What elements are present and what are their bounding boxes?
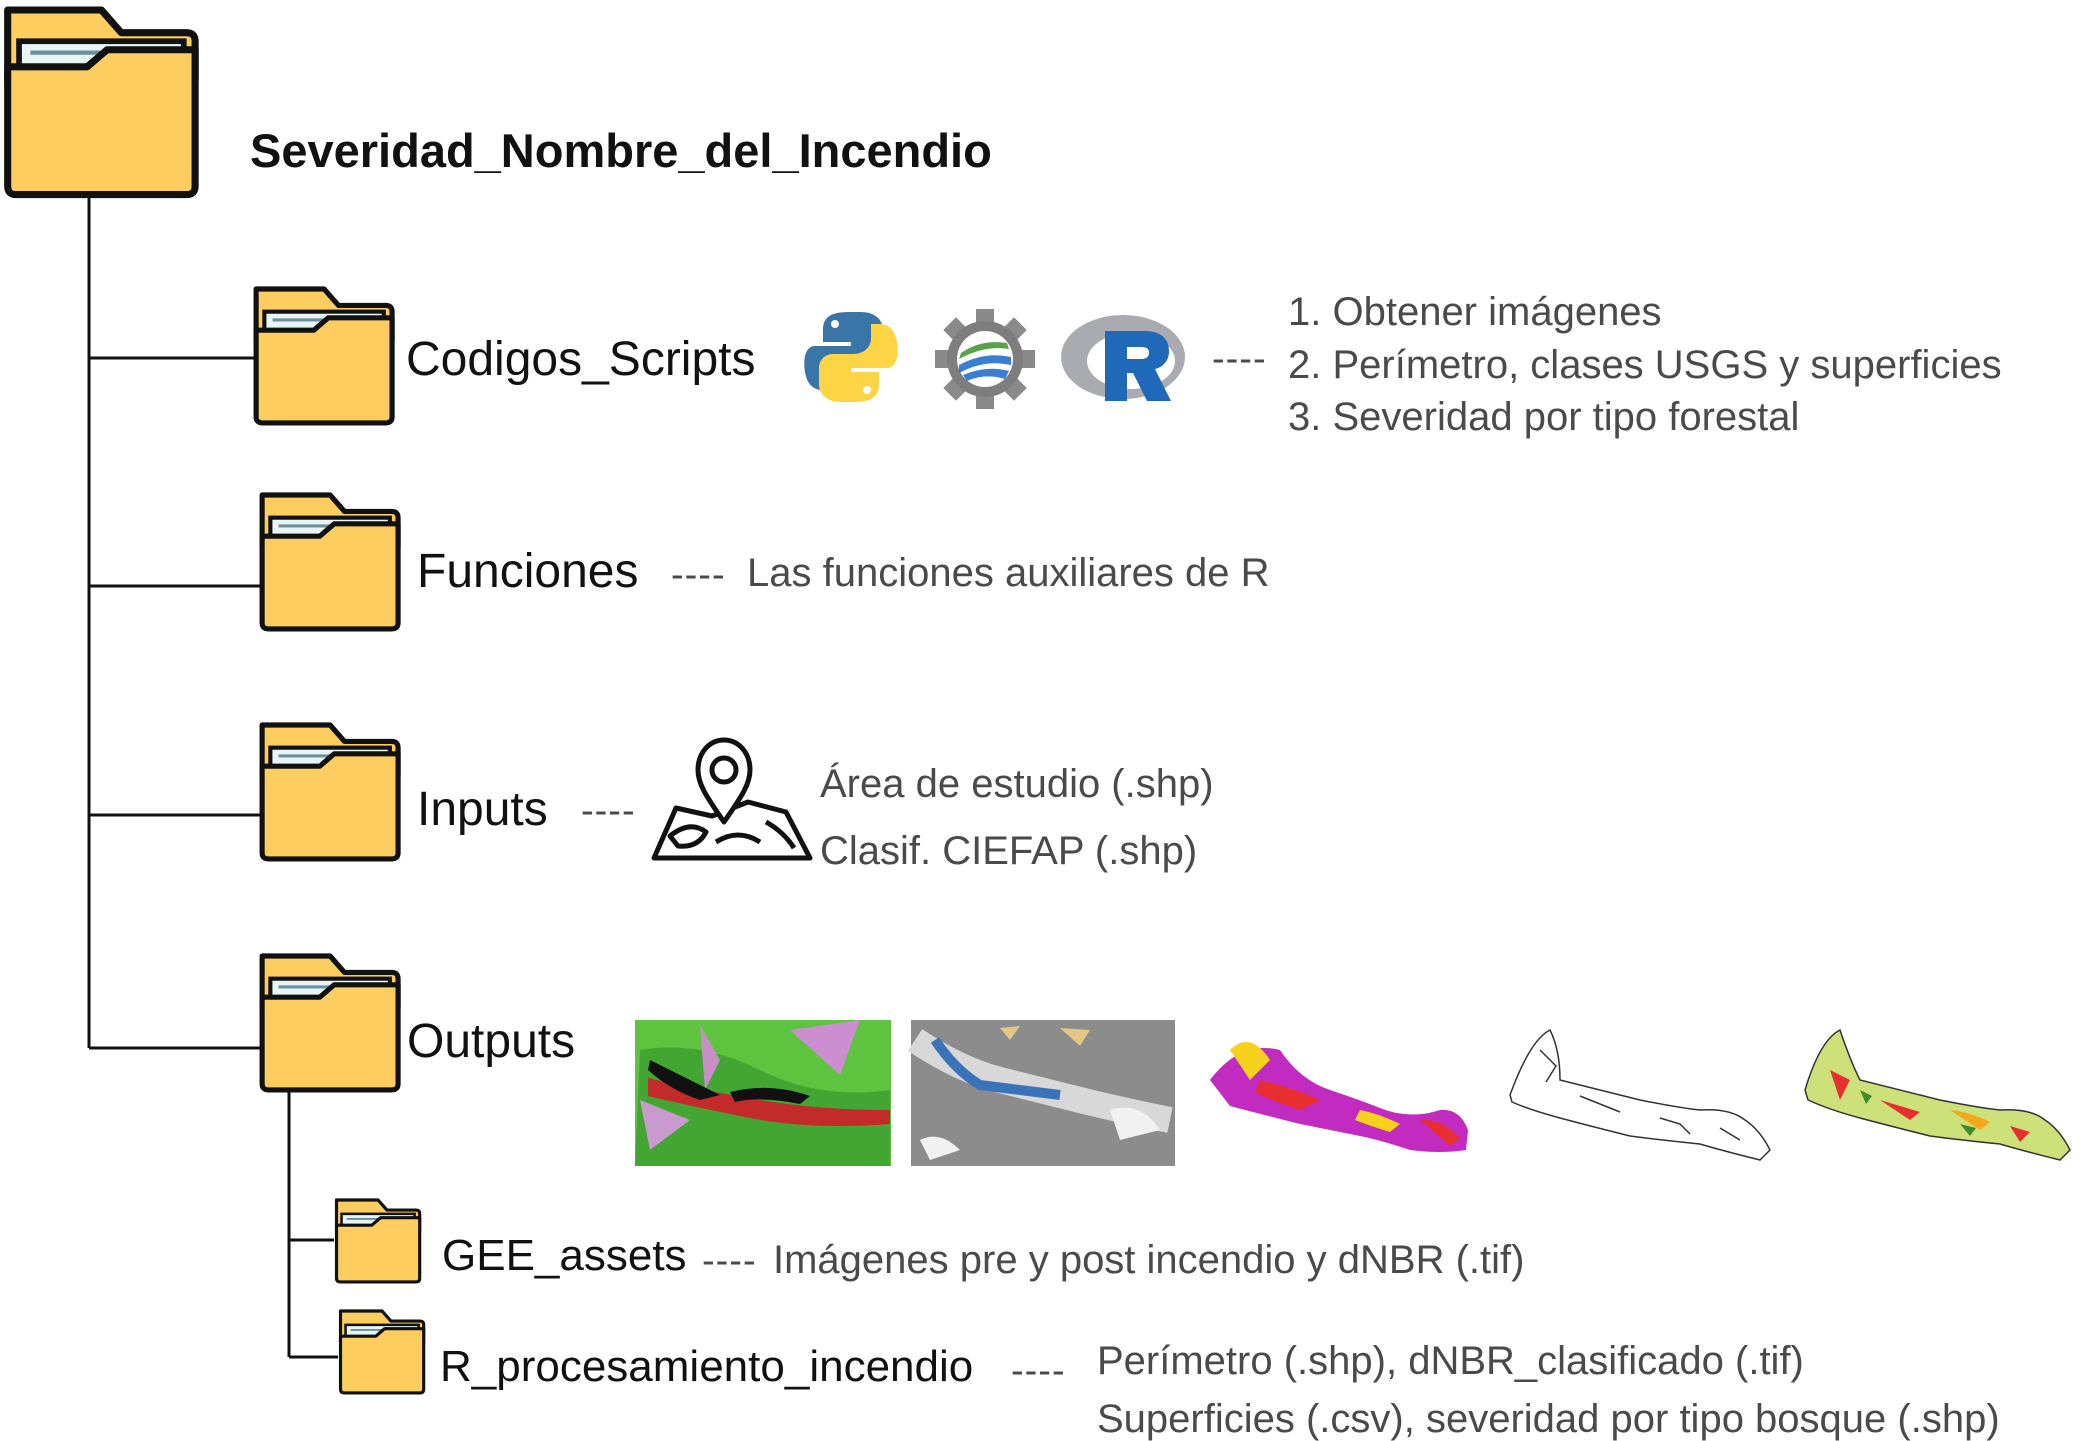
codigos-folder-label: Codigos_Scripts bbox=[406, 333, 756, 386]
earth-engine-icon bbox=[935, 309, 1035, 409]
codigos-dash: ---- bbox=[1212, 338, 1267, 380]
r-procesamiento-item-2: Superficies (.csv), severidad por tipo b… bbox=[1097, 1397, 2000, 1441]
root-folder-icon[interactable] bbox=[8, 10, 195, 195]
python-icon bbox=[804, 312, 898, 402]
r-icon bbox=[1061, 315, 1185, 401]
gee-assets-desc: Imágenes pre y post incendio y dNBR (.ti… bbox=[773, 1238, 1525, 1282]
funciones-desc: Las funciones auxiliares de R bbox=[747, 551, 1270, 595]
outputs-folder-icon[interactable] bbox=[262, 956, 398, 1090]
gee-assets-folder-icon[interactable] bbox=[334, 1198, 422, 1284]
map-pin-icon bbox=[651, 737, 813, 861]
funciones-folder-icon[interactable] bbox=[262, 495, 398, 629]
inputs-folder-icon[interactable] bbox=[262, 725, 398, 859]
false-color-image bbox=[635, 1020, 891, 1166]
outputs-folder-label: Outputs bbox=[407, 1015, 576, 1068]
codigos-item-1: 1. Obtener imágenes bbox=[1288, 290, 1662, 334]
severity-by-forest-map bbox=[1804, 1028, 2071, 1161]
r-procesamiento-folder-icon[interactable] bbox=[338, 1309, 426, 1395]
gee-assets-folder-label: GEE_assets bbox=[442, 1231, 687, 1280]
inputs-item-1: Área de estudio (.shp) bbox=[820, 762, 1214, 806]
perimeter-outline bbox=[1509, 1028, 1771, 1161]
inputs-dash: ---- bbox=[581, 790, 636, 832]
codigos-item-2: 2. Perímetro, clases USGS y superficies bbox=[1288, 343, 2002, 387]
r-procesamiento-dash: ---- bbox=[1011, 1350, 1066, 1392]
dnbr-grayscale-image bbox=[907, 1020, 1175, 1166]
funciones-folder-label: Funciones bbox=[417, 545, 639, 598]
inputs-item-2: Clasif. CIEFAP (.shp) bbox=[820, 829, 1198, 873]
r-procesamiento-folder-label: R_procesamiento_incendio bbox=[440, 1342, 974, 1391]
inputs-folder-label: Inputs bbox=[417, 783, 548, 836]
gee-assets-dash: ---- bbox=[702, 1240, 757, 1282]
connector-lines bbox=[87, 182, 338, 1359]
codigos-folder-icon[interactable] bbox=[256, 289, 392, 423]
severity-map bbox=[1210, 1042, 1468, 1152]
r-procesamiento-item-1: Perímetro (.shp), dNBR_clasificado (.tif… bbox=[1097, 1339, 1804, 1383]
codigos-item-3: 3. Severidad por tipo forestal bbox=[1288, 395, 1800, 439]
funciones-dash: ---- bbox=[671, 554, 726, 596]
root-folder-title: Severidad_Nombre_del_Incendio bbox=[250, 124, 992, 177]
